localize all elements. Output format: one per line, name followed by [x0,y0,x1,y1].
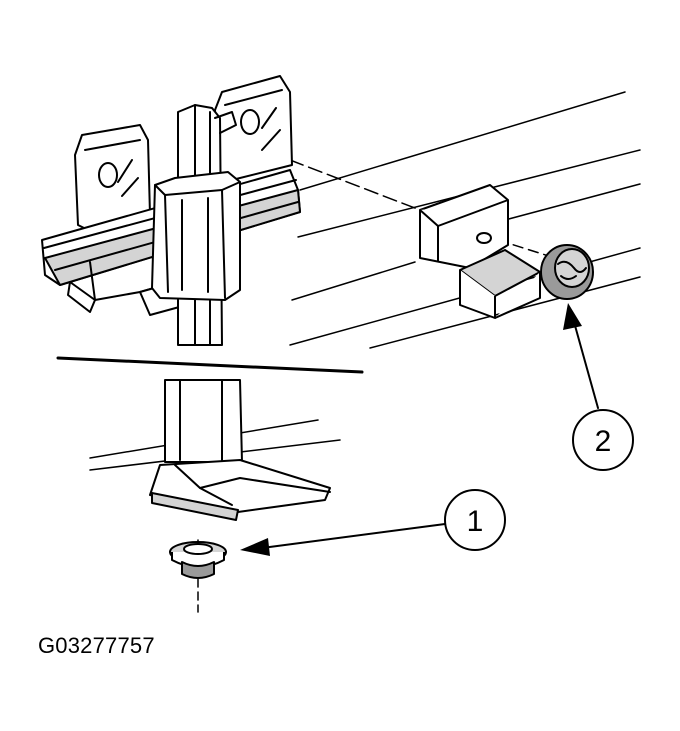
callout-1-arrowhead [240,538,270,556]
callout-2-circle [572,409,634,471]
carrier-bracket [41,75,301,346]
callout-2-number: 2 [595,425,612,458]
section-divider [56,356,364,374]
callout-1-circle [444,489,506,551]
callout-1: 1 [240,489,506,556]
lower-post-section [89,379,341,521]
frame-mount-block [419,184,541,319]
callout-2: 2 [563,303,634,471]
lower-nut [169,539,227,613]
figure-id-label: G03277757 [38,633,155,658]
callout-1-number: 1 [467,505,484,538]
callout-2-arrowhead [563,303,582,330]
upper-nut [540,244,594,300]
